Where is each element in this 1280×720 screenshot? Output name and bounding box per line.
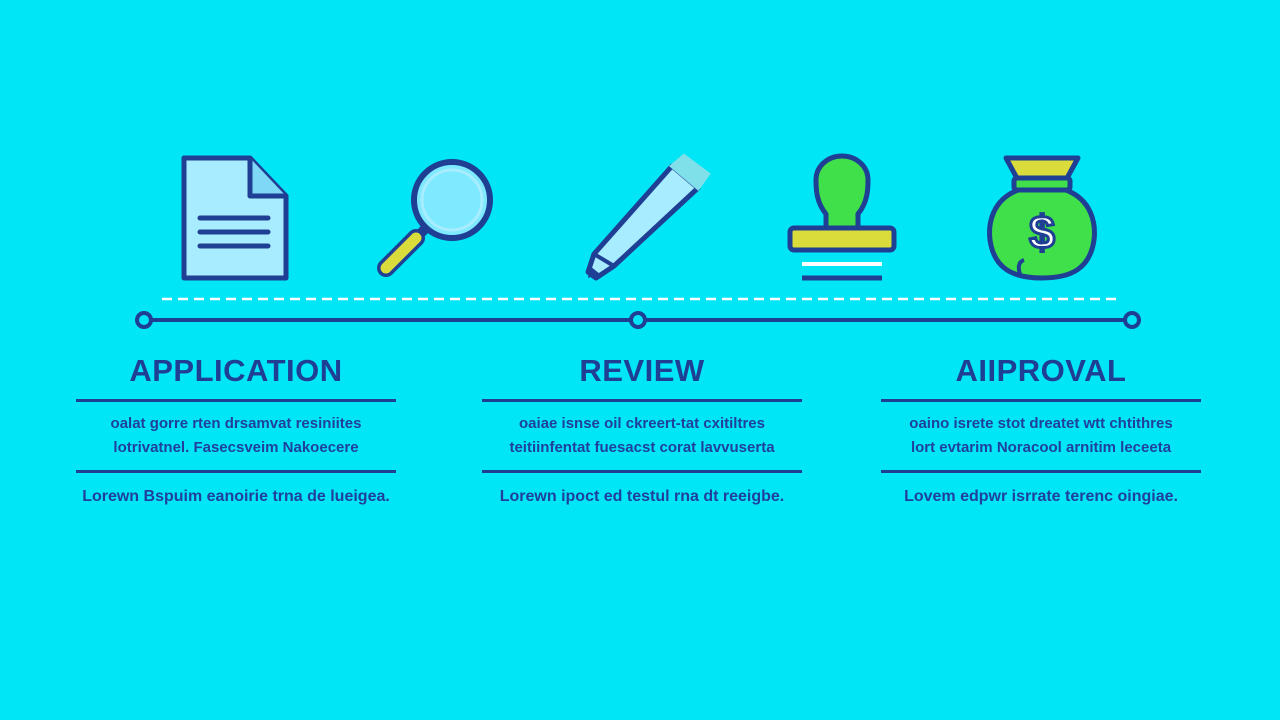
column-approval: AIIPROVAL oaino isrete stot dreatet wtt … — [881, 350, 1201, 507]
timeline-node-middle — [629, 311, 647, 329]
divider — [482, 470, 802, 473]
timeline-node-start — [135, 311, 153, 329]
divider — [76, 399, 396, 402]
divider — [76, 470, 396, 473]
divider — [482, 399, 802, 402]
pencil-icon — [580, 152, 716, 286]
column-caption: Lorewn ipoct ed testul rna dt reeigbe. — [499, 488, 785, 505]
description-line: oaino isrete stot dreatet wtt chtithres — [909, 415, 1173, 432]
magnifier-icon — [372, 154, 502, 284]
column-title: REVIEW — [579, 353, 705, 388]
column-title: AIIPROVAL — [955, 353, 1127, 388]
column-caption: Lovem edpwr isrrate terenc oingiae. — [904, 488, 1178, 505]
money-bag-icon: $ — [984, 152, 1100, 286]
divider — [881, 399, 1201, 402]
description-line: lort evtarim Noracool arnitim leceeta — [910, 439, 1172, 456]
svg-text:$: $ — [1029, 206, 1055, 258]
timeline-node-end — [1123, 311, 1141, 329]
column-description: oalat gorre rten drsamvat resiniites lot… — [76, 402, 396, 470]
description-line: oalat gorre rten drsamvat resiniites — [110, 415, 362, 432]
column-review: REVIEW oaiae isnse oil ckreert-tat cxiti… — [482, 350, 802, 507]
description-line: lotrivatnel. Fasecsveim Nakoecere — [113, 439, 359, 456]
column-caption: Lorewn Bspuim eanoirie trna de lueigea. — [82, 488, 390, 505]
column-application: APPLICATION oalat gorre rten drsamvat re… — [76, 350, 396, 507]
divider — [881, 470, 1201, 473]
description-line: oaiae isnse oil ckreert-tat cxitiltres — [519, 415, 765, 432]
stamp-icon — [782, 152, 902, 286]
column-title: APPLICATION — [129, 353, 343, 388]
description-line: teitiinfentat fuesacst corat lavvuserta — [509, 439, 775, 456]
column-description: oaiae isnse oil ckreert-tat cxitiltres t… — [482, 402, 802, 470]
column-description: oaino isrete stot dreatet wtt chtithres … — [881, 402, 1201, 470]
document-icon — [178, 154, 292, 284]
